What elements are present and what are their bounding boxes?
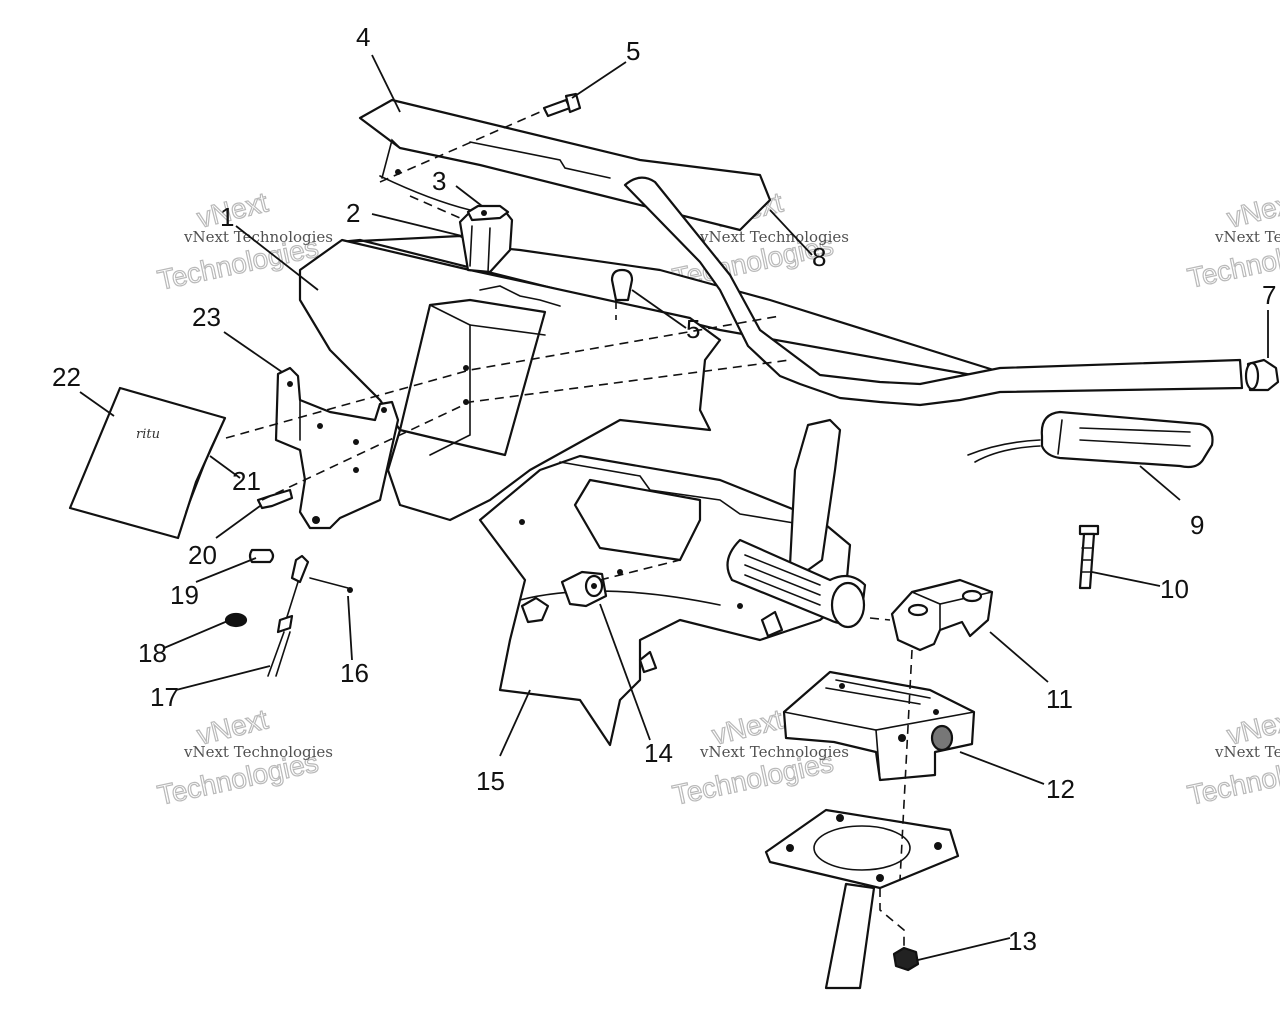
- callout-12: 12: [1046, 774, 1075, 804]
- callout-18: 18: [138, 638, 167, 668]
- callout-5-middle: 5: [686, 314, 700, 344]
- part-16-cotter-pin: [309, 577, 353, 593]
- callout-9: 9: [1190, 510, 1204, 540]
- callout-2: 2: [346, 198, 360, 228]
- part-1-console-panel: [298, 234, 1002, 522]
- callout-4: 4: [356, 22, 370, 52]
- part-10-bolt: [1078, 524, 1100, 590]
- part-13-nut: [892, 946, 920, 972]
- callout-1: 1: [220, 202, 234, 232]
- part-14-bushing: [520, 570, 608, 624]
- sticker-label: ritu: [136, 427, 160, 442]
- part-7-bar-end-plug: [1244, 358, 1280, 392]
- callout-10: 10: [1160, 574, 1189, 604]
- part-12-lower-clamp: [782, 670, 976, 782]
- leader-lines: [79, 54, 1269, 961]
- watermark-bottom-right: vNext Technologies vNext Technologies: [1184, 703, 1280, 812]
- watermark-big-top: vNext: [1224, 186, 1280, 233]
- part-18-knob: [224, 612, 248, 628]
- callout-8: 8: [812, 242, 826, 272]
- part-15-lower-fascia: [478, 454, 852, 747]
- callout-20: 20: [188, 540, 217, 570]
- watermark-small: vNext Technologies: [1214, 228, 1280, 246]
- part-4-top-cover: [358, 98, 772, 232]
- watermark-small: vNext Technologies: [1214, 743, 1280, 761]
- watermark-small: vNext Technologies: [183, 228, 333, 246]
- callout-15: 15: [476, 766, 505, 796]
- watermark-small: vNext Technologies: [183, 743, 333, 761]
- steering-plate: [764, 808, 960, 990]
- callout-16: 16: [340, 658, 369, 688]
- callout-19: 19: [170, 580, 199, 610]
- part-5-screw-top: [542, 92, 582, 118]
- callout-11: 11: [1046, 684, 1073, 714]
- callout-22: 22: [52, 362, 81, 392]
- callout-5-top: 5: [626, 36, 640, 66]
- part-23-bracket: [274, 366, 400, 530]
- callout-23: 23: [192, 302, 221, 332]
- part-9-grip: [967, 410, 1214, 469]
- callout-7: 7: [1262, 280, 1276, 310]
- callout-13: 13: [1008, 926, 1037, 956]
- callout-21: 21: [232, 466, 261, 496]
- callout-17: 17: [150, 682, 179, 712]
- callout-3: 3: [432, 166, 446, 196]
- watermark-small: vNext Technologies: [699, 743, 849, 761]
- part-5-screw-middle: [610, 268, 634, 302]
- assembly-lines: [225, 111, 913, 948]
- part-8-handlebar: [623, 176, 1244, 629]
- watermark-small: vNext Technologies: [699, 228, 849, 246]
- part-22-cover-plate: ritu: [68, 386, 227, 540]
- part-11-upper-clamp: [890, 578, 994, 652]
- part-2-switch: [458, 204, 514, 274]
- part-19-pin: [248, 548, 275, 564]
- part-17-cable-assembly: [267, 554, 310, 677]
- callout-14: 14: [644, 738, 673, 768]
- callouts: 4 5 3 2 1 5 7 8 9 10 11 12 13 14 15 16 1…: [52, 22, 1276, 956]
- watermark-top-right: vNext Technologies vNext Technologies: [1184, 186, 1280, 295]
- watermark-bottom-left: vNext Technologies vNext Technologies: [154, 703, 333, 812]
